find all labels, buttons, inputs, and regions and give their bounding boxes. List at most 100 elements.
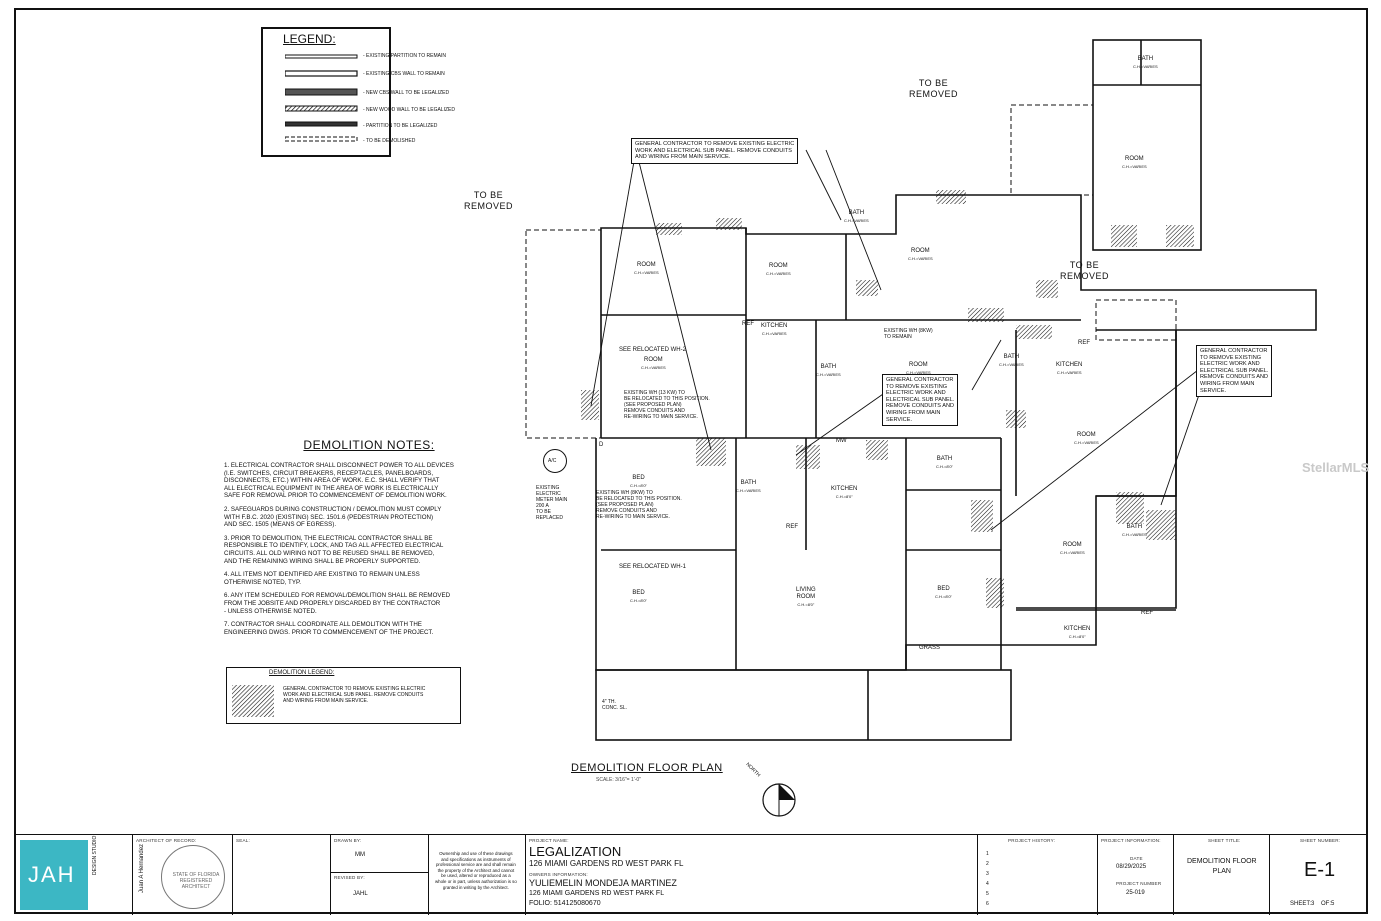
watermark: StellarMLS — [1302, 460, 1370, 475]
history-row: 4 — [986, 881, 989, 887]
demolition-floor-plan — [525, 39, 1317, 817]
ownership-cell: Ownership and use of these drawings and … — [429, 835, 526, 915]
dryer-label: D — [599, 442, 604, 448]
sheet-title-cell: SHEET TITLE: DEMOLITION FLOOR PLAN — [1174, 835, 1270, 915]
sheet-number: E-1 — [1304, 859, 1336, 881]
note-2: 2. SAFEGUARDS DURING CONSTRUCTION / DEMO… — [224, 505, 442, 529]
history-row: 1 — [986, 851, 989, 857]
seal-label: SEAL: — [236, 838, 251, 843]
project-info-label: PROJECT INFORMATION: — [1101, 838, 1161, 843]
note-3: 3. PRIOR TO DEMOLITION, THE ELECTRICAL C… — [224, 534, 444, 565]
ref-label: REF — [1141, 610, 1153, 616]
demolition-hatch-swatch — [232, 685, 274, 717]
mw-label: MW — [836, 438, 847, 444]
legend-item-3: - NEW CBS WALL TO BE LEGALIZED — [363, 90, 450, 96]
demolition-legend-title: DEMOLITION LEGEND: — [269, 670, 335, 676]
note-4: 4. ALL ITEMS NOT IDENTIFIED ARE EXISTING… — [224, 571, 420, 586]
owner-label: OWNERS INFORMATION: — [529, 872, 588, 877]
sheet-title: DEMOLITION FLOOR PLAN — [1187, 858, 1257, 875]
note-7: 7. CONTRACTOR SHALL COORDINATE ALL DEMOL… — [224, 621, 434, 636]
slab-note: 4" TH. CONC. SL. — [602, 699, 628, 711]
folio: FOLIO: 514125080670 — [529, 900, 601, 907]
seal-cell: SEAL: — [233, 835, 331, 915]
history-cell: PROJECT HISTORY: 1 2 3 4 5 6 — [978, 835, 1098, 915]
legend-item-4: - NEW WOOD WALL TO BE LEGALIZED — [363, 107, 455, 113]
project-info-cell: PROJECT INFORMATION: DATE 08/29/2025 PRO… — [1098, 835, 1174, 915]
demolition-legend: DEMOLITION LEGEND: GENERAL CONTRACTOR TO… — [226, 667, 461, 724]
drawn-by-cell: DRAWN BY: MM REVISED BY: JAHL — [331, 835, 429, 915]
relocated-wh2-note: SEE RELOCATED WH-2 — [619, 347, 686, 353]
project-cell: PROJECT NAME: LEGALIZATION 126 MIAMI GAR… — [526, 835, 978, 915]
wh-remain-note: EXISTING WH (8KW) TO REMAIN — [884, 328, 933, 340]
legend-item-2: - EXISTING CBS WALL TO REMAIN — [363, 71, 445, 77]
grass-label: GRASS — [919, 645, 941, 651]
ac-label: A/C — [548, 458, 557, 464]
legend-item-6: - TO BE DEMOLISHED — [363, 138, 416, 144]
to-be-removed-label: TO BE REMOVED — [464, 190, 514, 211]
legend-swatches — [285, 54, 358, 142]
demolition-notes-title: DEMOLITION NOTES: — [303, 438, 435, 452]
title-block: JAH DESIGN STUDIO ARCHITECT OF RECORD: J… — [16, 834, 1366, 915]
meter-note: EXISTING ELECTRIC METER MAIN 200 A TO BE… — [536, 485, 568, 521]
to-be-removed-label: TO BE REMOVED — [1060, 260, 1110, 281]
firm-logo: JAH — [20, 840, 88, 910]
history-row: 2 — [986, 861, 989, 867]
architect-cell: ARCHITECT OF RECORD: Juan A Hernandez ST… — [133, 835, 233, 915]
ref-label: REF — [1078, 340, 1090, 346]
logo-text: JAH — [28, 862, 76, 887]
demolition-notes: DEMOLITION NOTES: 1. ELECTRICAL CONTRACT… — [224, 438, 514, 642]
plan-title: DEMOLITION FLOOR PLAN — [571, 762, 723, 774]
ref-label: REF — [742, 321, 754, 327]
drawn-by-label: DRAWN BY: — [334, 838, 362, 843]
ac-unit: A/C — [543, 449, 567, 473]
architect-label: ARCHITECT OF RECORD: — [136, 838, 197, 843]
date-label: DATE — [1130, 856, 1143, 861]
architect-seal: STATE OF FLORIDA REGISTERED ARCHITECT — [161, 845, 225, 909]
wh-relocation-note: EXISTING WH (13 KW) TO BE RELOCATED TO T… — [624, 390, 710, 420]
demolition-legend-text: GENERAL CONTRACTOR TO REMOVE EXISTING EL… — [283, 686, 426, 704]
wh-relocation-note: EXISTING WH (8KW) TO BE RELOCATED TO THI… — [596, 490, 682, 520]
project-number-label: PROJECT NUMBER — [1116, 881, 1162, 886]
callout-remove-electric: GENERAL CONTRACTOR TO REMOVE EXISTING EL… — [631, 138, 799, 164]
legend: LEGEND: - EXISTING PARTITION TO REMAIN -… — [261, 27, 455, 157]
architect-name: Juan A Hernandez — [139, 843, 145, 893]
seal-text: STATE OF FLORIDA REGISTERED ARCHITECT — [172, 872, 220, 890]
legend-item-1: - EXISTING PARTITION TO REMAIN — [363, 53, 446, 59]
drawn-by-value: MM — [355, 852, 365, 858]
legend-item-5: - PARTITION TO BE LEGALIZED — [363, 123, 438, 129]
drawing-sheet: LEGEND: - EXISTING PARTITION TO REMAIN -… — [14, 8, 1370, 915]
project-address: 126 MIAMI GARDENS RD WEST PARK FL — [529, 859, 684, 868]
revised-by-label: REVISED BY: — [334, 875, 365, 880]
firm-logo-cell: JAH DESIGN STUDIO — [16, 835, 133, 915]
history-row: 5 — [986, 891, 989, 897]
date-value: 08/29/2025 — [1116, 864, 1147, 870]
history-label: PROJECT HISTORY: — [1008, 838, 1056, 843]
note-1: 1. ELECTRICAL CONTRACTOR SHALL DISCONNEC… — [224, 462, 454, 500]
project-name: LEGALIZATION — [529, 844, 622, 859]
history-row: 6 — [986, 901, 989, 907]
revised-by-value: JAHL — [353, 891, 368, 897]
studio-label: DESIGN STUDIO — [92, 835, 98, 875]
note-6: 6. ANY ITEM SCHEDULED FOR REMOVAL/DEMOLI… — [224, 592, 451, 615]
north-arrow — [762, 783, 796, 817]
